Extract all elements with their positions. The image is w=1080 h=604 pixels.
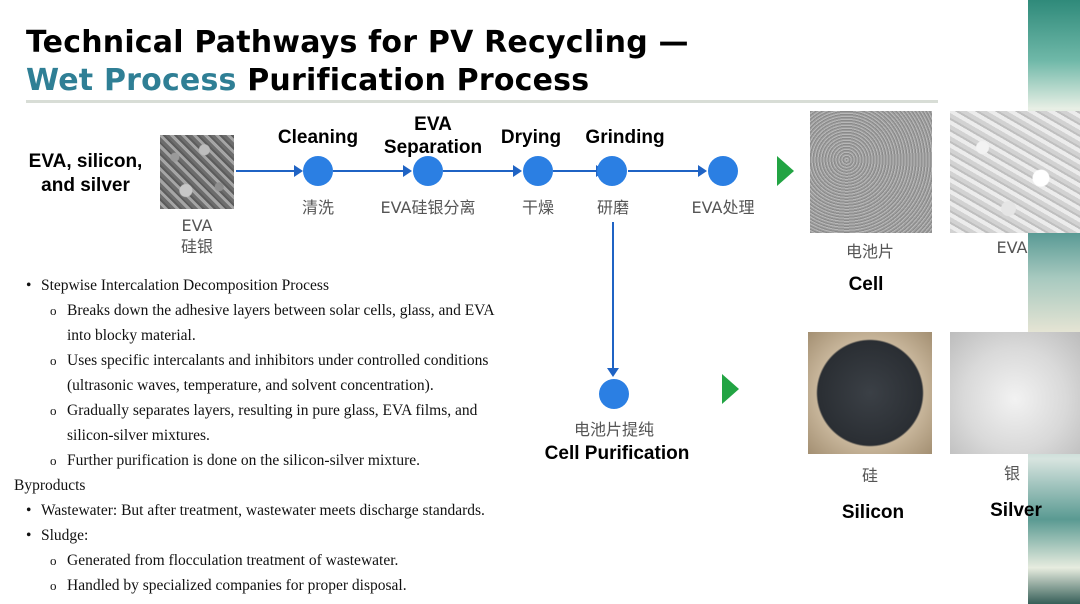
decorative-strip: [1028, 0, 1080, 604]
caption-cell-en: Cell: [848, 274, 884, 295]
node-drying: [523, 156, 553, 186]
cn-label-cell-purification: 电池片提纯: [573, 420, 655, 439]
bullet-sub-2-text: Uses specific intercalants and inhibitor…: [67, 352, 489, 369]
photo-eva: [950, 111, 1080, 233]
bullet-sludge: Sludge:: [26, 523, 88, 548]
step-label-cleaning: Cleaning: [277, 127, 359, 148]
bullet-sub-2: Uses specific intercalants and inhibitor…: [50, 348, 488, 398]
bullet-sub-2-text-cont: (ultrasonic waves, temperature, and solv…: [67, 377, 434, 394]
flow-arrow: [294, 165, 303, 177]
input-label: EVA, silicon, and silver: [28, 151, 143, 196]
flow-connector: [333, 170, 403, 172]
byproducts-heading: Byproducts: [14, 477, 86, 494]
flow-arrow: [403, 165, 412, 177]
bullet-sub-3-text-cont: silicon-silver mixtures.: [67, 427, 210, 444]
photo-silicon: [808, 332, 932, 454]
bullet-sludge-sub-2-text: Handled by specialized companies for pro…: [67, 577, 407, 594]
step-label-eva-separation: EVA Separation: [383, 114, 483, 158]
green-arrow-top: [777, 156, 794, 186]
caption-silicon-cn: 硅: [861, 466, 879, 485]
label-cell-purification: Cell Purification: [544, 443, 690, 464]
flow-connector: [443, 170, 513, 172]
bullet-sludge-text: Sludge:: [41, 527, 89, 544]
bullet-main-text: Stepwise Intercalation Decomposition Pro…: [41, 277, 329, 294]
bullet-sub-1-text: Breaks down the adhesive layers between …: [67, 302, 495, 319]
step-label-drying: Drying: [500, 127, 562, 148]
branch-arrow: [607, 368, 619, 377]
caption-silicon-en: Silicon: [841, 502, 905, 523]
bullet-wastewater-text: Wastewater: But after treatment, wastewa…: [41, 502, 485, 519]
cn-label-eva-separation: EVA硅银分离: [380, 198, 476, 217]
bullet-sub-4: Further purification is done on the sili…: [50, 448, 420, 473]
flow-arrow: [513, 165, 522, 177]
bullet-sub-3-text: Gradually separates layers, resulting in…: [67, 402, 478, 419]
title-line-2-rest: Purification Process: [236, 63, 590, 98]
slide-title: Technical Pathways for PV Recycling — We…: [26, 24, 689, 100]
title-accent: Wet Process: [26, 63, 237, 98]
step-label-grinding: Grinding: [585, 127, 665, 148]
title-divider: [26, 100, 938, 103]
bullet-sub-4-text: Further purification is done on the sili…: [67, 452, 420, 469]
branch-connector: [612, 222, 614, 370]
caption-silver-en: Silver: [990, 500, 1042, 521]
eva-caption-cn: 硅银: [180, 237, 213, 256]
bullet-sludge-sub-1: Generated from flocculation treatment of…: [50, 548, 398, 573]
bullet-main: Stepwise Intercalation Decomposition Pro…: [26, 273, 329, 298]
caption-cell-cn: 电池片: [845, 242, 895, 261]
bullet-sub-3: Gradually separates layers, resulting in…: [50, 398, 477, 448]
bullet-sludge-sub-1-text: Generated from flocculation treatment of…: [67, 552, 399, 569]
title-line-2: Wet Process Purification Process: [26, 62, 689, 100]
node-cleaning: [303, 156, 333, 186]
bullet-sub-1-text-cont: into blocky material.: [67, 327, 196, 344]
eva-image-caption: EVA 硅银: [163, 215, 231, 257]
bullet-sub-1: Breaks down the adhesive layers between …: [50, 298, 495, 348]
flow-connector: [553, 170, 596, 172]
node-eva-treatment: [708, 156, 738, 186]
flow-arrow: [698, 165, 707, 177]
flow-connector: [236, 170, 294, 172]
cn-label-grinding: 研磨: [596, 198, 630, 217]
bullet-sludge-sub-2: Handled by specialized companies for pro…: [50, 573, 407, 598]
cn-label-eva-treatment: EVA处理: [691, 198, 755, 217]
eva-caption-en: EVA: [181, 216, 213, 235]
photo-cell: [810, 111, 932, 233]
node-eva-separation: [413, 156, 443, 186]
photo-silver: [950, 332, 1080, 454]
cn-label-cleaning: 清洗: [301, 198, 335, 217]
green-arrow-bottom: [722, 374, 739, 404]
eva-silicon-silver-image: [160, 135, 234, 209]
cn-label-drying: 干燥: [521, 198, 555, 217]
node-grinding: [597, 156, 627, 186]
caption-eva-cn: EVA: [996, 238, 1028, 257]
title-line-1: Technical Pathways for PV Recycling —: [26, 25, 689, 60]
caption-silver-cn: 银: [1003, 464, 1021, 483]
bullet-wastewater: Wastewater: But after treatment, wastewa…: [26, 498, 485, 523]
flow-connector: [628, 170, 698, 172]
node-cell-purification: [599, 379, 629, 409]
